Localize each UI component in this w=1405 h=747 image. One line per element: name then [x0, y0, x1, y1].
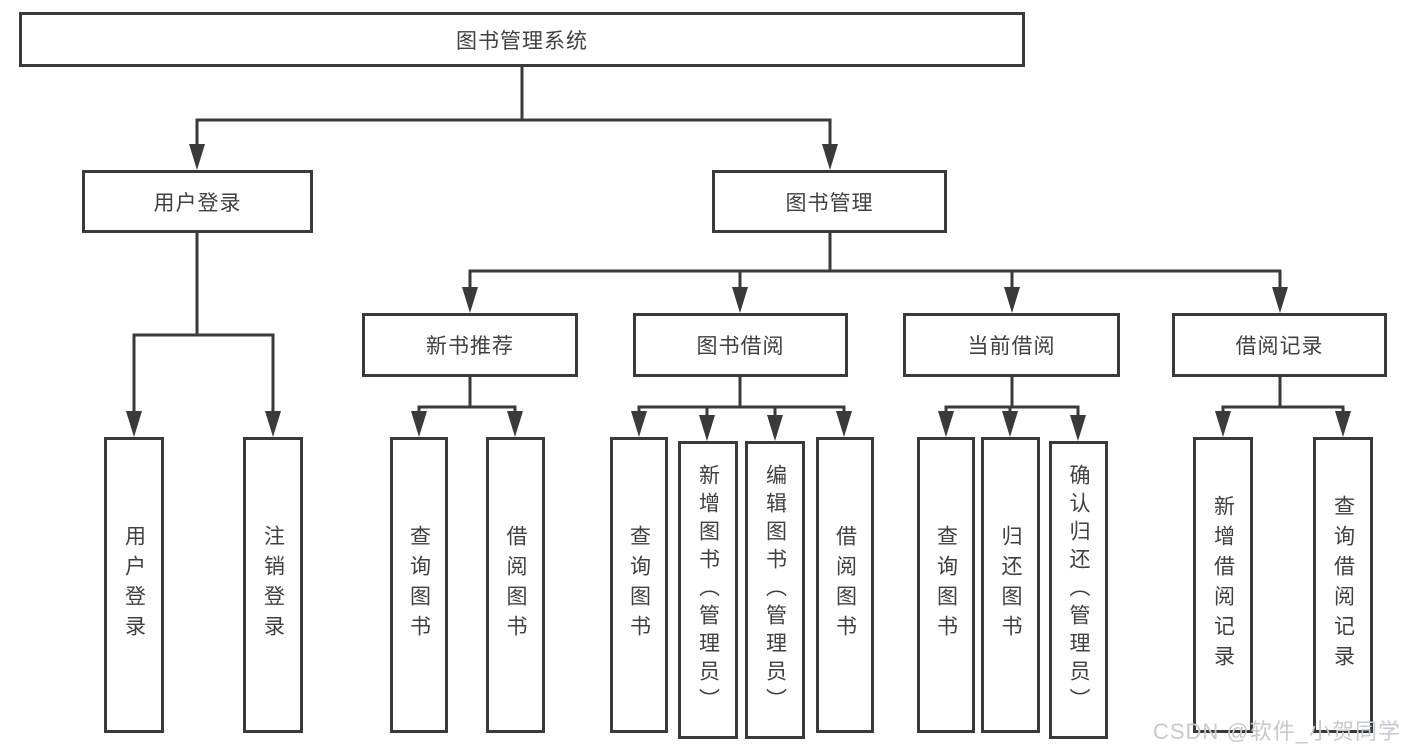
arrowhead-icon: [126, 411, 142, 437]
leaf-current-query-books: 查询图书: [917, 437, 975, 733]
leaf-borrowing-edit-books-admin: 编辑图书（管理员）: [745, 441, 805, 739]
leaf-records-add-record: 新增借阅记录: [1193, 437, 1253, 733]
arrowhead-icon: [1070, 415, 1086, 441]
leaf-records-query-record: 查询借阅记录: [1313, 437, 1373, 733]
arrowhead-icon: [507, 411, 523, 437]
arrowhead-icon: [265, 411, 281, 437]
arrowhead-icon: [189, 144, 205, 170]
leaf-current-confirm-return-admin: 确认归还（管理员）: [1049, 441, 1108, 739]
leaf-newbook-borrow-books: 借阅图书: [486, 437, 545, 733]
node-borrowing-records: 借阅记录: [1172, 313, 1387, 377]
watermark: CSDN @软件_小贺同学: [1152, 719, 1401, 744]
leaf-newbook-query-books: 查询图书: [390, 437, 448, 733]
arrowhead-icon: [1272, 287, 1288, 313]
node-user-login: 用户登录: [82, 170, 313, 233]
arrowhead-icon: [767, 415, 783, 441]
node-new-book-recommend: 新书推荐: [362, 313, 578, 377]
leaf-borrowing-borrow-books: 借阅图书: [816, 437, 874, 733]
arrowhead-icon: [1335, 411, 1351, 437]
arrowhead-icon: [1215, 411, 1231, 437]
leaf-borrowing-add-books-admin: 新增图书（管理员）: [678, 441, 738, 739]
arrowhead-icon: [1002, 411, 1018, 437]
arrowhead-icon: [699, 415, 715, 441]
arrowhead-icon: [836, 411, 852, 437]
arrowhead-icon: [462, 287, 478, 313]
arrowhead-icon: [1004, 287, 1020, 313]
arrowhead-icon: [938, 411, 954, 437]
node-book-management: 图书管理: [712, 170, 947, 233]
node-current-borrowing: 当前借阅: [903, 313, 1120, 377]
arrowhead-icon: [822, 144, 838, 170]
node-root: 图书管理系统: [19, 12, 1025, 67]
node-book-borrowing: 图书借阅: [633, 313, 848, 377]
leaf-logout: 注销登录: [243, 437, 303, 733]
leaf-user-login: 用户登录: [104, 437, 164, 733]
arrowhead-icon: [631, 411, 647, 437]
leaf-current-return-books: 归还图书: [981, 437, 1040, 733]
arrowhead-icon: [411, 411, 427, 437]
arrowhead-icon: [732, 287, 748, 313]
leaf-borrowing-query-books: 查询图书: [610, 437, 668, 733]
